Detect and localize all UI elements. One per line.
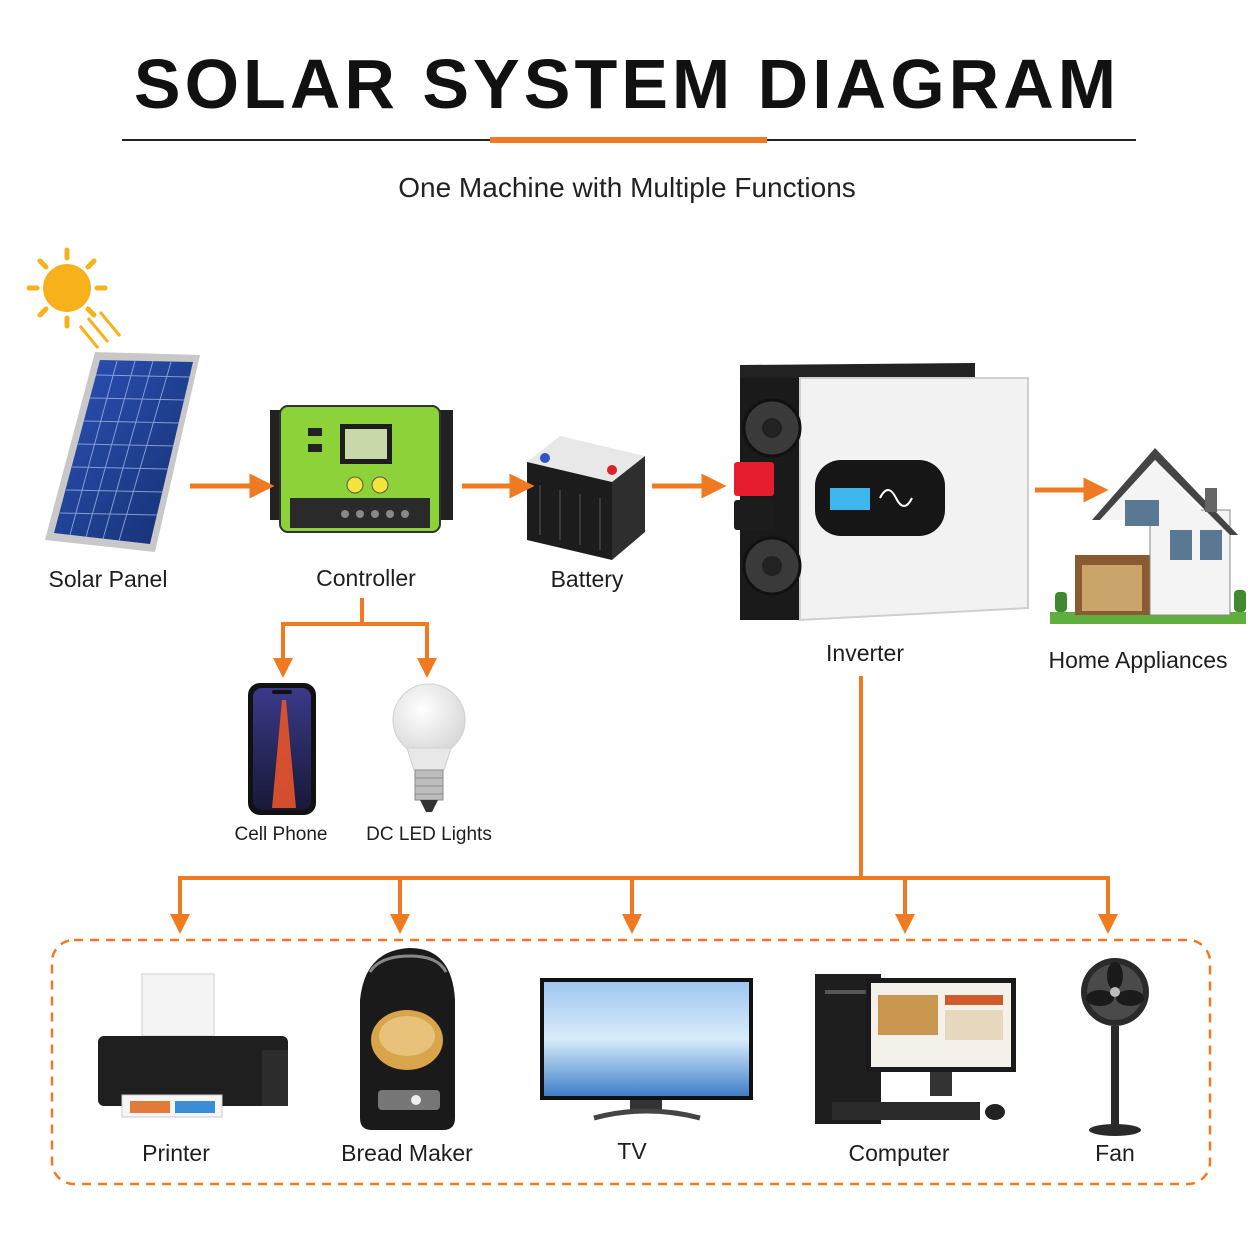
page-title: SOLAR SYSTEM DIAGRAM: [133, 45, 1121, 123]
connector-inverter-ac: [180, 676, 1110, 880]
label-battery: Battery: [550, 566, 624, 592]
sun-icon: [26, 247, 122, 349]
label-bread-maker: Bread Maker: [341, 1140, 473, 1166]
label-controller: Controller: [316, 565, 416, 591]
phone-icon: [248, 683, 316, 815]
label-tv: TV: [617, 1138, 647, 1164]
inverter-icon: [734, 363, 1029, 622]
printer-icon: [98, 973, 288, 1118]
connector-controller-dc: [283, 598, 427, 626]
tv-icon: [540, 978, 753, 1121]
label-dc-led-lights: DC LED Lights: [366, 824, 492, 845]
bulb-icon: [392, 683, 466, 812]
controller-icon: [270, 405, 453, 533]
page-subtitle: One Machine with Multiple Functions: [398, 172, 856, 203]
fan-icon: [1081, 958, 1149, 1136]
ac-loads-group: [50, 938, 1212, 1186]
label-cell-phone: Cell Phone: [234, 824, 328, 845]
label-computer: Computer: [848, 1140, 950, 1166]
label-fan: Fan: [1095, 1140, 1135, 1166]
label-inverter: Inverter: [826, 640, 904, 666]
label-solar-panel: Solar Panel: [48, 566, 168, 592]
computer-icon: [815, 974, 1016, 1124]
label-printer: Printer: [142, 1140, 210, 1166]
solar-panel-icon: [45, 352, 200, 552]
house-icon: [1050, 448, 1246, 624]
battery-icon: [527, 436, 645, 560]
bread-maker-icon: [360, 948, 455, 1130]
label-home-appliances: Home Appliances: [1048, 647, 1228, 673]
